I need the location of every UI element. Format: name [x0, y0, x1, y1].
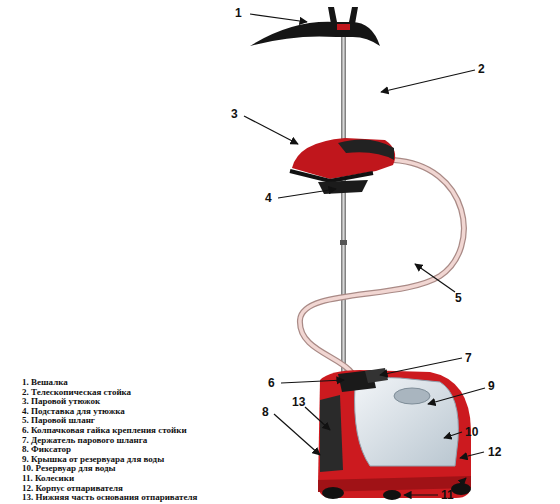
part-list-item: 3. Паровой утюжок	[22, 396, 100, 406]
wheel	[322, 487, 344, 499]
side-panel	[320, 395, 343, 472]
callout-number: 10	[465, 425, 478, 439]
steamer-body	[318, 370, 471, 498]
iron-handle	[338, 139, 394, 160]
callout-number: 8	[262, 405, 269, 419]
wheel	[451, 483, 471, 495]
callout-number: 9	[488, 379, 495, 393]
hose-holder	[365, 368, 388, 383]
part-list-item: 1. Вешалка	[22, 377, 68, 387]
iron-holder	[318, 180, 368, 194]
steam-iron	[292, 138, 395, 179]
part-list-item: 8. Фиксатор	[22, 444, 71, 454]
pole-joint	[340, 240, 347, 245]
part-list-item: 2. Телескопическая стойка	[22, 387, 131, 397]
callout-number: 1	[235, 6, 242, 20]
part-list-item: 5. Паровой шланг	[22, 415, 95, 425]
iron-sole	[290, 171, 373, 181]
water-tank	[355, 378, 459, 466]
part-list-item: 12. Корпус отпаривателя	[22, 483, 123, 493]
steam-hose-outline	[300, 160, 464, 373]
part-list-item: 10. Резервуар для воды	[22, 463, 116, 473]
part-list-item: 4. Подставка для утюжка	[22, 406, 125, 416]
logo	[337, 24, 350, 30]
leader-lines	[244, 14, 485, 495]
callout-number: 11	[441, 488, 454, 502]
part-list-item: 13. Нижняя часть основания отпаривателя	[22, 492, 197, 502]
part-list-item: 6. Колпачковая гайка крепления стойки	[22, 425, 187, 435]
callout-number: 2	[478, 62, 485, 76]
part-list-item: 7. Держатель парового шланга	[22, 435, 147, 445]
callout-number: 4	[265, 191, 272, 205]
hanger	[250, 22, 380, 46]
part-list-item: 9. Крышка от резервуара для воды	[22, 454, 164, 464]
callout-number: 12	[488, 445, 501, 459]
hanger-hook	[328, 7, 358, 24]
callout-number: 13	[292, 395, 305, 409]
callout-number: 5	[455, 291, 462, 305]
tank-lid	[394, 388, 430, 404]
callout-number: 6	[268, 376, 275, 390]
steam-hose	[300, 160, 464, 373]
part-list-item: 11. Колесики	[22, 473, 74, 483]
callout-number: 3	[231, 107, 238, 121]
wheel	[383, 490, 401, 500]
telescopic-pole	[341, 30, 346, 375]
callout-number: 7	[465, 351, 472, 365]
